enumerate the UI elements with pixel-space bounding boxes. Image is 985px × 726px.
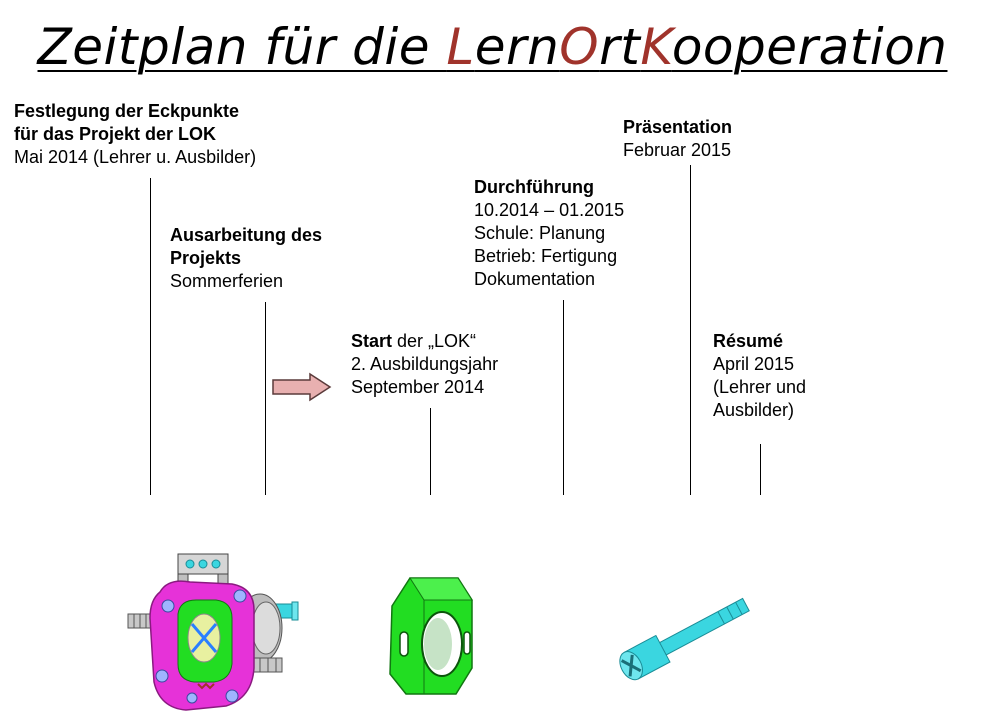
green-bearing-block-image <box>389 577 473 695</box>
milestone-start-heading-rest: der „LOK“ <box>392 331 477 351</box>
timeline-marker-ausarbeitung <box>265 302 266 495</box>
right-arrow-icon <box>272 372 332 402</box>
gear-pump-assembly-image <box>127 553 299 711</box>
milestone-praesentation: Präsentation Februar 2015 <box>623 116 732 162</box>
milestone-start-heading: Start <box>351 331 393 351</box>
milestone-resume-people-2: Ausbilder) <box>713 400 795 420</box>
milestone-resume-heading: Résumé <box>713 331 784 351</box>
milestone-resume-date: April 2015 <box>713 354 795 374</box>
milestone-eckpunkte: Festlegung der Eckpunkte für das Projekt… <box>14 100 256 169</box>
milestone-durchfuehrung-date: 10.2014 – 01.2015 <box>474 200 625 220</box>
timeline-marker-praesentation <box>690 165 691 495</box>
milestone-start-date: September 2014 <box>351 377 485 397</box>
milestone-durchfuehrung-heading: Durchführung <box>474 177 594 197</box>
milestone-durchfuehrung-doku: Dokumentation <box>474 269 596 289</box>
milestone-resume: Résumé April 2015 (Lehrer und Ausbilder) <box>713 330 806 422</box>
milestone-eckpunkte-heading-2: für das Projekt der LOK <box>14 124 217 144</box>
timeline-marker-durchfuehrung <box>563 300 564 495</box>
milestone-praesentation-date: Februar 2015 <box>623 140 732 160</box>
milestone-start: Start der „LOK“ 2. Ausbildungsjahr Septe… <box>351 330 498 399</box>
milestone-resume-people-1: (Lehrer und <box>713 377 807 397</box>
page-title: Zeitplan für die LernOrtKooperation <box>37 18 948 76</box>
milestone-praesentation-heading: Präsentation <box>623 117 733 137</box>
milestone-durchfuehrung: Durchführung 10.2014 – 01.2015 Schule: P… <box>474 176 624 291</box>
timeline-marker-start <box>430 408 431 495</box>
milestone-eckpunkte-heading-1: Festlegung der Eckpunkte <box>14 101 240 121</box>
cyan-shaft-image <box>619 597 750 681</box>
milestone-durchfuehrung-betrieb: Betrieb: Fertigung <box>474 246 618 266</box>
milestone-ausarbeitung: Ausarbeitung des Projekts Sommerferien <box>170 224 322 293</box>
timeline-marker-eckpunkte <box>150 178 151 495</box>
milestone-eckpunkte-date: Mai 2014 (Lehrer u. Ausbilder) <box>14 147 257 167</box>
milestone-ausarbeitung-date: Sommerferien <box>170 271 284 291</box>
milestone-start-year: 2. Ausbildungsjahr <box>351 354 499 374</box>
milestone-ausarbeitung-heading-1: Ausarbeitung des <box>170 225 323 245</box>
timeline-marker-resume <box>760 444 761 495</box>
milestone-durchfuehrung-schule: Schule: Planung <box>474 223 606 243</box>
milestone-ausarbeitung-heading-2: Projekts <box>170 248 242 268</box>
